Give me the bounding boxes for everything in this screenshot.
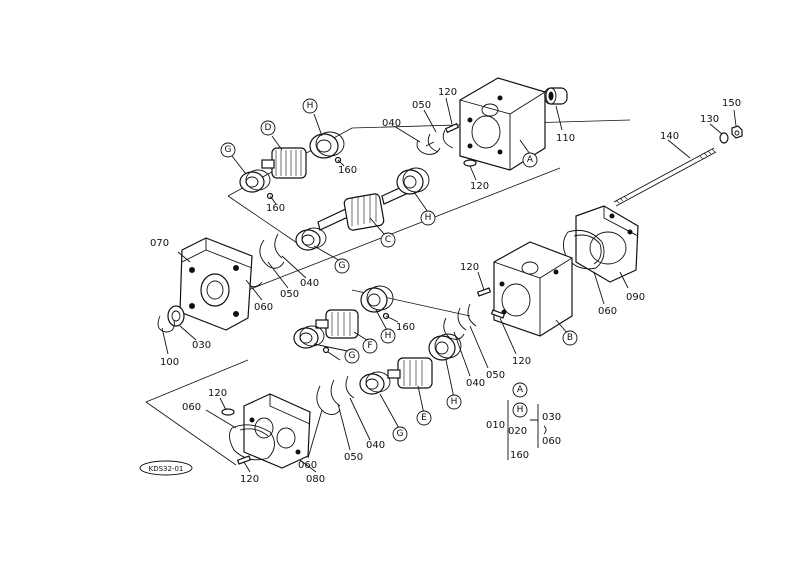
bearing-h-upper [309, 131, 345, 159]
callout-120: 120 [240, 474, 259, 485]
callout-120: 120 [208, 388, 227, 399]
legend-item-h: H [517, 405, 524, 415]
callout-070: 070 [150, 238, 169, 249]
drive-gear-d [261, 147, 307, 179]
nut-150 [731, 125, 743, 139]
callout-050: 050 [280, 289, 299, 300]
letter-g: G [225, 145, 232, 155]
callout-160: 160 [266, 203, 285, 214]
tie-rod-140 [613, 147, 717, 207]
letter-g: G [339, 261, 346, 271]
legend-sub-last: 160 [510, 450, 529, 461]
bearing-h-shaft [396, 167, 430, 195]
gear-f [315, 309, 359, 339]
callout-160: 160 [338, 165, 357, 176]
letter-h: H [451, 397, 458, 407]
callout-050: 050 [486, 370, 505, 381]
callout-040: 040 [366, 440, 385, 451]
leader-lines [161, 97, 737, 473]
letter-callouts: H D G C G H A B H F G H E G [220, 98, 578, 442]
callout-060: 060 [598, 306, 617, 317]
callout-100: 100 [160, 357, 179, 368]
drawing-code: KDS32-01 [149, 465, 184, 473]
driven-gear-e [387, 357, 433, 389]
callout-150: 150 [722, 98, 741, 109]
subassembly-legend: A H 010 020 160 030 060 [486, 382, 561, 461]
end-cover-080 [243, 393, 311, 469]
bearing-g-upper [239, 169, 271, 193]
letter-g: G [397, 429, 404, 439]
dowel-pins-mid [476, 287, 506, 319]
callout-160: 160 [396, 322, 415, 333]
bearing-g-mid [293, 325, 325, 349]
callout-050: 050 [412, 100, 431, 111]
callout-040: 040 [300, 278, 319, 289]
drawing-code-stamp: KDS32-01 [139, 460, 193, 476]
snap-ring-100 [157, 315, 175, 333]
lower-seal-rings [316, 375, 355, 415]
legend-sub-code: 020 [508, 426, 527, 437]
letter-e: E [421, 413, 427, 423]
callout-120: 120 [460, 262, 479, 273]
bearing-h-mid [428, 333, 462, 361]
legend-item-a: A [517, 385, 524, 395]
callout-080: 080 [306, 474, 325, 485]
gasket-060-right [563, 229, 605, 270]
pump-housing-b [493, 241, 573, 337]
gasket-060-lower [229, 424, 275, 461]
callout-060: 060 [254, 302, 273, 313]
washer-130 [719, 132, 729, 144]
letter-h: H [385, 331, 392, 341]
letter-g: G [349, 351, 356, 361]
callout-110: 110 [556, 133, 575, 144]
letter-h: H [307, 101, 314, 111]
legend-alt-bottom: 060 [542, 436, 561, 447]
dowel-pins-lower [221, 408, 252, 465]
callout-120: 120 [470, 181, 489, 192]
legend-group-code: 010 [486, 420, 505, 431]
oil-seal-030 [167, 305, 185, 327]
drive-shaft-c [317, 185, 407, 231]
callout-130: 130 [700, 114, 719, 125]
callout-040: 040 [382, 118, 401, 129]
callout-050: 050 [344, 452, 363, 463]
rear-cover-090 [575, 205, 639, 283]
pump-housing-a [459, 77, 546, 171]
bushing-110 [544, 87, 568, 105]
callout-030: 030 [192, 340, 211, 351]
bearing-h-upper-mid [360, 285, 394, 313]
upper-seal-rings [416, 129, 454, 155]
number-callouts: 070 100 030 060 050 040 160 160 040 050 … [150, 87, 741, 485]
letter-a: A [527, 155, 534, 165]
callout-120: 120 [512, 356, 531, 367]
front-cover-070 [179, 237, 253, 331]
letter-h: H [425, 213, 432, 223]
legend-alt-top: 030 [542, 412, 561, 423]
bearing-g-shaft [295, 227, 327, 251]
callout-120: 120 [438, 87, 457, 98]
letter-f: F [367, 341, 372, 351]
letter-b: B [567, 333, 573, 343]
callout-140: 140 [660, 131, 679, 142]
callout-040: 040 [466, 378, 485, 389]
letter-c: C [385, 235, 391, 245]
callout-060: 060 [182, 402, 201, 413]
callout-060: 060 [298, 460, 317, 471]
callout-090: 090 [626, 292, 645, 303]
letter-d: D [265, 123, 272, 133]
bearing-g-lower [359, 371, 391, 395]
